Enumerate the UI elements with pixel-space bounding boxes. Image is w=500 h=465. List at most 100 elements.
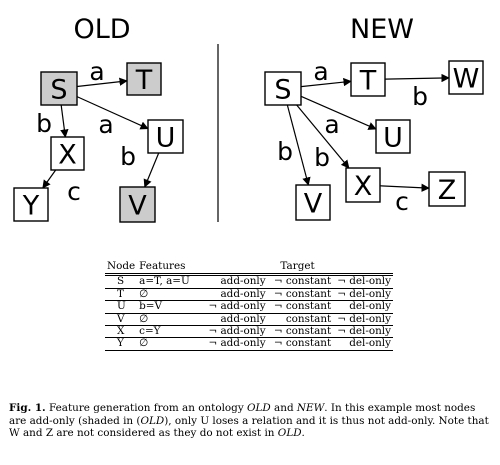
old-edge-label-s-x: b (36, 109, 52, 138)
cell-node: S (105, 273, 138, 289)
cell-node: X (105, 325, 138, 339)
new-node-label-x: X (354, 171, 373, 202)
old-node-label-v: V (128, 191, 147, 222)
new-node-label-z: Z (438, 175, 457, 206)
caption-text-3: . In this example most nodes are add-onl… (9, 402, 476, 427)
old-edge-x-y (42, 169, 57, 189)
caption-text-5: . (301, 427, 305, 440)
old-node-label-u: U (156, 123, 176, 154)
new-edge-label-t-w: b (412, 82, 428, 111)
old-edge-s-u (76, 96, 149, 130)
cell-node: U (105, 300, 138, 314)
new-edge-label-s-t: a (313, 57, 328, 86)
cell-del-only: ¬ del-only (333, 325, 393, 339)
old-title: OLD (73, 14, 130, 45)
caption-old: OLD (247, 402, 271, 414)
new-node-w (448, 60, 484, 95)
cell-features: ∅ (137, 338, 203, 351)
new-node-label-s: S (274, 75, 291, 106)
caption-label: Fig. 1. (9, 402, 46, 414)
old-node-s (40, 71, 78, 106)
table-row: T∅add-only¬ constant¬ del-only (105, 288, 393, 302)
new-edge-s-v (286, 104, 311, 186)
cell-add-only: ¬ add-only (202, 325, 268, 339)
old-edge-label-s-u: a (98, 110, 113, 139)
old-node-y (13, 187, 49, 222)
cell-add-only: add-only (202, 313, 268, 327)
cell-constant: ¬ constant (267, 288, 334, 302)
caption-new: NEW (296, 402, 325, 414)
new-edge-t-w (384, 73, 450, 83)
cell-add-only: ¬ add-only (202, 338, 268, 351)
cell-constant: ¬ constant (267, 273, 334, 289)
new-node-label-u: U (383, 123, 403, 154)
new-node-v (295, 184, 331, 221)
cell-node: T (105, 288, 138, 302)
old-node-label-x: X (58, 140, 77, 171)
old-edge-s-x (60, 104, 69, 138)
new-node-label-v: V (304, 189, 323, 220)
old-node-t (126, 62, 162, 96)
cell-add-only: add-only (202, 273, 268, 289)
old-edge-label-s-t: a (89, 57, 104, 86)
new-node-label-t: T (359, 66, 377, 97)
caption-text-2: and (270, 402, 297, 414)
cell-del-only: ¬ del-only (333, 273, 393, 289)
old-edge-label-u-v: b (120, 142, 136, 171)
header-target: Target (280, 260, 315, 272)
new-edge-label-s-u: a (324, 110, 339, 139)
cell-node: V (105, 313, 138, 327)
cell-add-only: add-only (202, 288, 268, 302)
cell-constant: ¬ constant (267, 338, 334, 351)
old-node-u (147, 119, 184, 154)
cell-del-only: ¬ del-only (333, 313, 393, 327)
cell-constant: ¬ constant (267, 325, 334, 339)
cell-node: Y (105, 338, 138, 351)
figure-caption: Fig. 1. Feature generation from an ontol… (9, 402, 493, 440)
caption-text-1: Feature generation from an ontology (45, 402, 247, 414)
new-node-u (375, 119, 411, 154)
new-node-label-w: W (453, 64, 480, 95)
new-edge-label-s-x: b (314, 143, 330, 172)
old-node-x (50, 136, 85, 171)
caption-text-4: ), only U loses a relation and it is thu… (9, 414, 489, 440)
old-edge-u-v (143, 152, 160, 188)
new-node-t (350, 62, 386, 97)
cell-features: ∅ (137, 288, 203, 302)
cell-add-only: ¬ add-only (202, 300, 268, 314)
caption-old-3: OLD (277, 427, 302, 440)
new-title: NEW (350, 14, 414, 45)
new-edge-s-x (296, 104, 350, 169)
cell-del-only: del-only (333, 300, 393, 314)
cell-features: ∅ (137, 313, 203, 327)
new-node-z (428, 171, 466, 207)
new-edge-x-z (379, 183, 430, 192)
cell-features: b=V (137, 300, 203, 314)
cell-features: a=T, a=U (137, 273, 203, 289)
header-node: Node (107, 260, 136, 272)
cell-features: c=Y (137, 325, 203, 339)
old-node-label-s: S (50, 75, 67, 106)
new-edge-label-x-z: c (395, 187, 409, 216)
new-edge-label-s-v: b (277, 137, 293, 166)
cell-del-only: ¬ del-only (333, 288, 393, 302)
new-edge-s-t (300, 77, 352, 88)
old-edge-s-t (76, 77, 128, 88)
new-edge-s-u (300, 95, 377, 130)
old-node-label-t: T (135, 65, 153, 96)
cell-constant: ¬ constant (267, 300, 334, 314)
new-node-x (345, 167, 381, 203)
cell-constant: constant (267, 313, 334, 327)
old-node-v (119, 186, 156, 223)
caption-old-2: OLD (140, 414, 165, 427)
